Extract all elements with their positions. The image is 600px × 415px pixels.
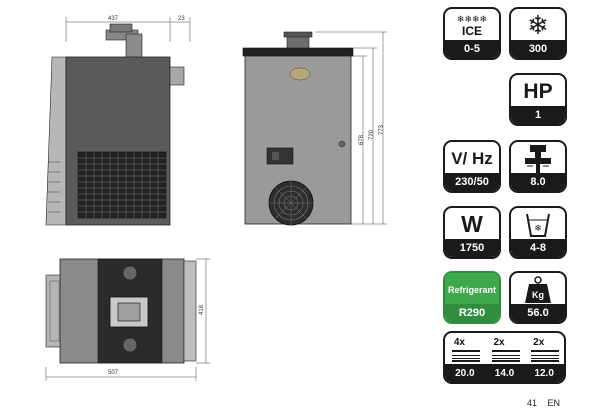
coil-value: 20.0 — [445, 364, 485, 382]
page-footer: 41 EN — [527, 398, 568, 408]
badge-production-value: 300 — [511, 40, 565, 58]
weight-icon: Kg — [525, 275, 551, 303]
badge-voltage: V/ Hz 230/50 — [443, 140, 501, 193]
coil-count: 2x — [533, 336, 545, 348]
dim-side-height-1: 678 — [359, 134, 365, 145]
coil-value: 12.0 — [524, 364, 564, 382]
coil-value: 14.0 — [484, 364, 525, 382]
badge-hp-label: HP — [523, 79, 553, 103]
ice-bath-icon: ❄ — [526, 213, 550, 237]
dim-top-depth: 418 — [199, 304, 205, 315]
badge-weight: Kg 56.0 — [509, 271, 567, 324]
badge-ice-label: ICE — [461, 23, 482, 38]
coil-col-1: 4x 20.0 — [445, 333, 485, 382]
badge-voltage-value: 230/50 — [445, 173, 499, 191]
dim-side-height-3: 773 — [379, 124, 385, 135]
badge-tank-value: 4-8 — [511, 239, 565, 257]
language-code: EN — [547, 398, 561, 408]
badge-coils: 4x 20.0 2x 14.0 2x 12.0 — [443, 331, 566, 384]
page-number: 41 — [527, 398, 538, 408]
badge-weight-label: Kg — [532, 290, 544, 300]
badge-ice-value: 0-5 — [445, 40, 499, 58]
dim-side-height-2: 720 — [369, 129, 375, 140]
badge-pump: 8.0 — [509, 140, 567, 193]
coil-col-2: 2x 14.0 — [484, 333, 525, 382]
badge-hp: HP 1 — [509, 73, 567, 126]
badge-refrigerant: Refrigerant R290 — [443, 271, 501, 324]
badge-ice: ❄❄❄❄ ICE 0-5 — [443, 7, 501, 60]
coil-col-3: 2x 12.0 — [524, 333, 564, 382]
pump-icon — [525, 144, 551, 173]
badge-power-value: 1750 — [445, 239, 499, 257]
coil-icon: 2x — [490, 337, 520, 363]
badge-production: ❄ 300 — [509, 7, 567, 60]
svg-text:❄: ❄ — [534, 224, 542, 234]
coil-count: 4x — [453, 336, 465, 348]
badge-tank: ❄ 4-8 — [509, 206, 567, 259]
coil-count: 2x — [493, 336, 505, 348]
snowflake-icon: ❄ — [527, 10, 549, 40]
snowflake-row-icon: ❄❄❄❄ — [456, 13, 488, 24]
badge-voltage-label: V/ Hz — [451, 148, 493, 168]
badge-power: W 1750 — [443, 206, 501, 259]
badge-weight-value: 56.0 — [511, 304, 565, 322]
dim-top-width: 507 — [108, 370, 119, 376]
badge-hp-value: 1 — [511, 106, 565, 124]
coil-icon: 2x — [529, 336, 560, 363]
badge-pump-value: 8.0 — [511, 173, 565, 191]
dim-front-offset: 23 — [178, 16, 185, 22]
coil-icon: 4x — [450, 337, 480, 363]
badge-refrigerant-label: Refrigerant — [445, 273, 499, 306]
dim-front-width: 437 — [108, 16, 119, 22]
top-view-drawing — [45, 258, 210, 381]
front-view-drawing — [45, 17, 191, 226]
badge-refrigerant-value: R290 — [445, 304, 499, 322]
badge-power-label: W — [461, 211, 483, 237]
side-view-drawing — [242, 31, 387, 226]
